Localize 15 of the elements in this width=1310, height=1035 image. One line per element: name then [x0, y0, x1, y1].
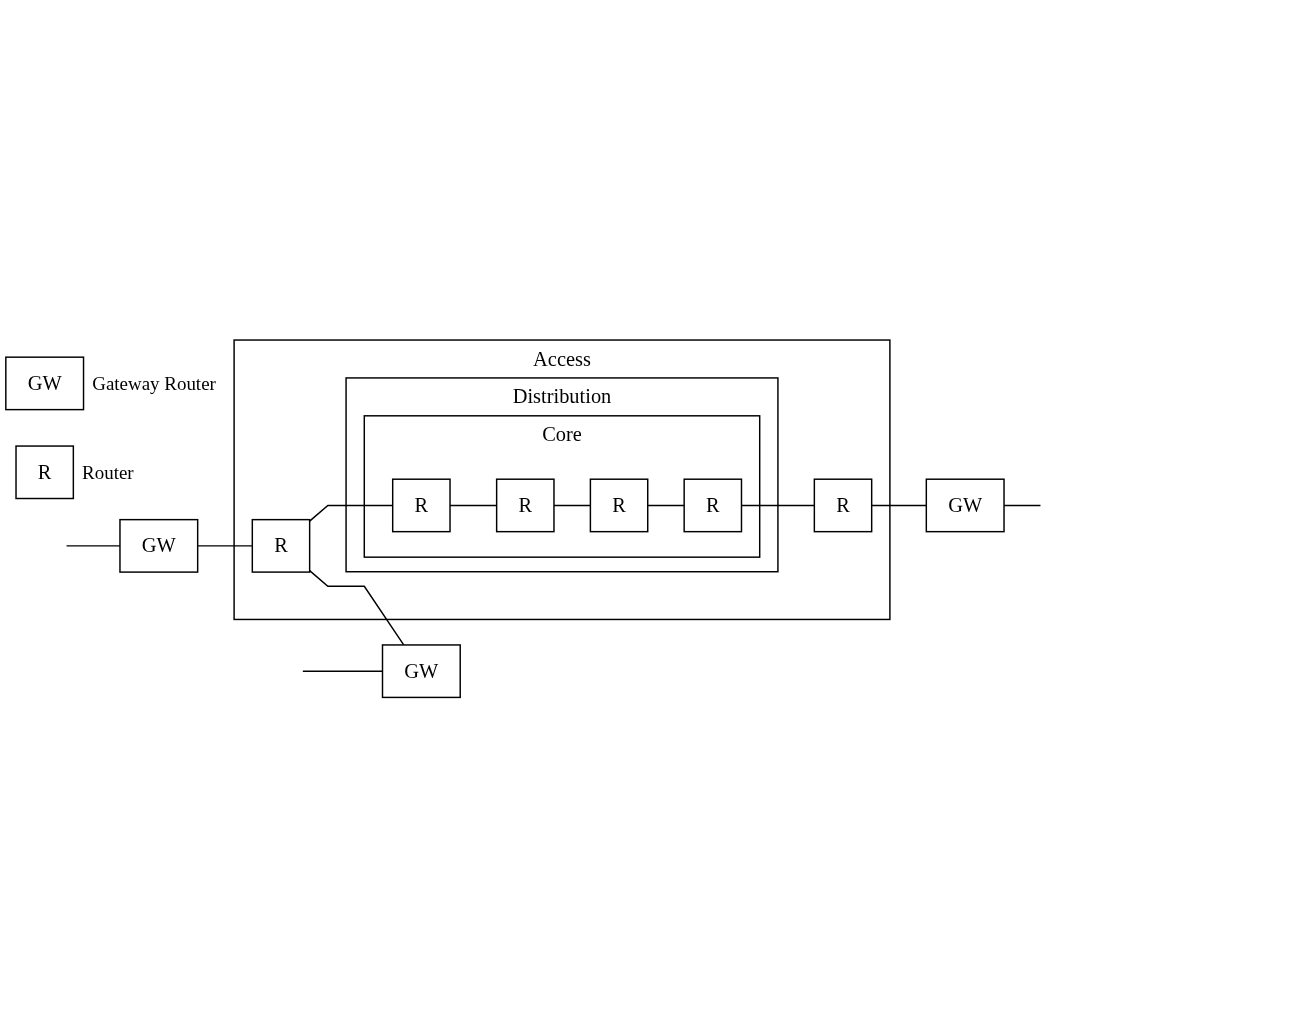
node-box: GW — [119, 518, 199, 573]
node-box: GW — [381, 643, 461, 698]
node-box: R — [813, 477, 873, 532]
node-box: R — [15, 444, 75, 499]
connector — [647, 504, 685, 506]
legend-text: Router — [82, 461, 134, 483]
node-box: R — [495, 477, 555, 532]
node-box: GW — [925, 477, 1005, 532]
node-box: R — [251, 518, 311, 573]
node-box: R — [391, 477, 451, 532]
node-box: GW — [5, 355, 85, 410]
node-box: R — [683, 477, 743, 532]
connector — [308, 569, 405, 646]
legend-text: Gateway Router — [92, 372, 216, 394]
node-box: R — [589, 477, 649, 532]
